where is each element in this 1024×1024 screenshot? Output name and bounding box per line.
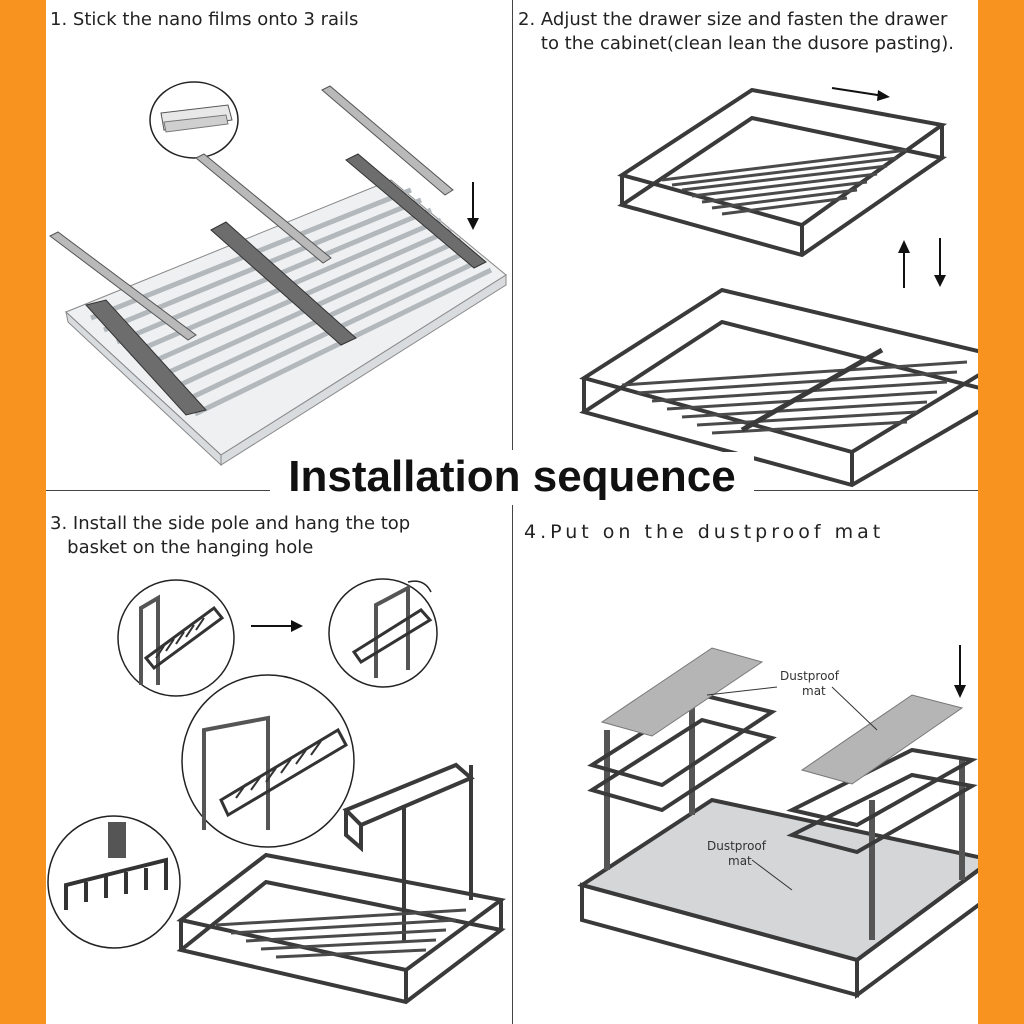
step-3-illustration [47, 578, 506, 1005]
step-3-text-line2: basket on the hanging hole [50, 537, 314, 558]
installation-title: Installation sequence [46, 452, 978, 502]
step-2-illustration [579, 87, 978, 488]
step-2-text-line1: 2. Adjust the drawer size and fasten the… [518, 9, 948, 30]
dustproof-label-top-1: Dustproof [780, 669, 840, 683]
dustproof-label-bottom-2: mat [728, 854, 752, 868]
step-3-panel: 3. Install the side pole and hang the to… [46, 490, 512, 1024]
step-3-text-line1: 3. Install the side pole and hang the to… [50, 513, 411, 534]
divider-horizontal-right [746, 490, 978, 491]
step-4-panel: 4.Put on the dustproof mat [512, 490, 978, 1024]
step-2-text-line2: to the cabinet(clean lean the dusore pas… [518, 33, 954, 54]
step-1-illustration [49, 81, 507, 467]
divider-horizontal-left [46, 490, 281, 491]
divider-vertical-bottom [512, 505, 513, 1024]
step-2-panel: 2. Adjust the drawer size and fasten the… [512, 0, 978, 490]
dustproof-label-bottom-1: Dustproof [707, 839, 767, 853]
step-1-panel: 1. Stick the nano films onto 3 rails [46, 0, 512, 490]
step-1-text: 1. Stick the nano films onto 3 rails [50, 9, 359, 30]
divider-vertical-top [512, 0, 513, 450]
installation-title-text: Installation sequence [270, 452, 754, 501]
dustproof-label-top-2: mat [802, 684, 826, 698]
step-4-text: 4.Put on the dustproof mat [524, 521, 885, 543]
instruction-sheet: 1. Stick the nano films onto 3 rails [46, 0, 978, 1024]
step-4-illustration: Dustproof mat Dustproof mat [577, 645, 978, 999]
